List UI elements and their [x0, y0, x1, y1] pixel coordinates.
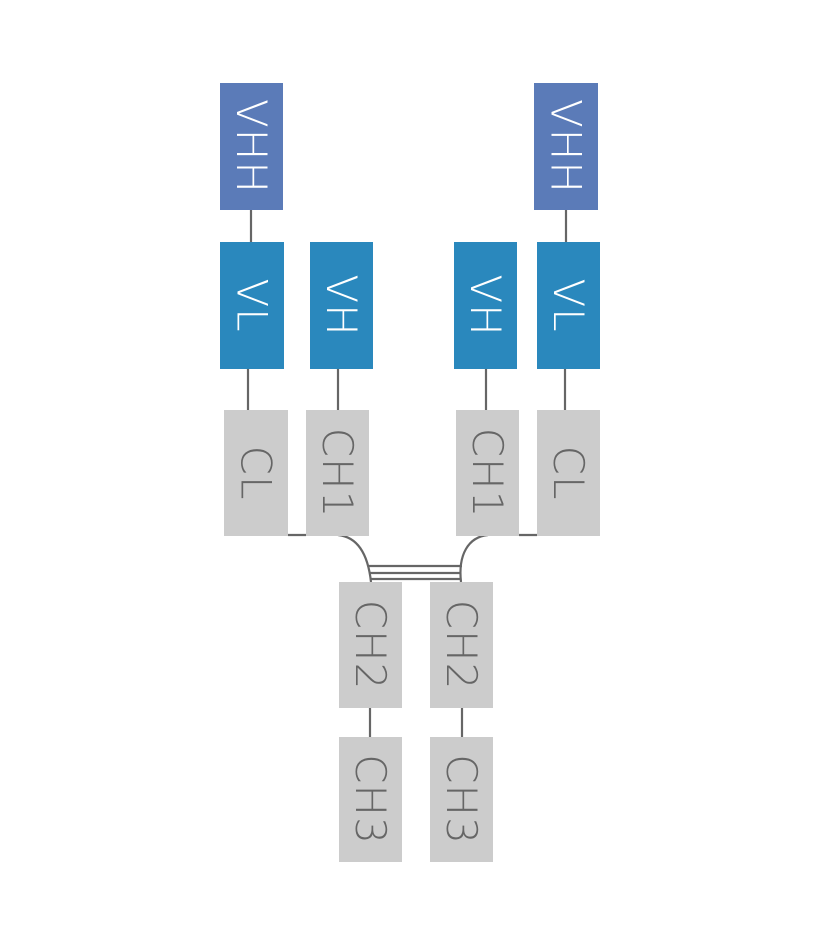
domain-ch3-left-label: CH3 — [346, 754, 395, 845]
domain-vl-left-label: VL — [228, 278, 277, 332]
hinge-curve-right — [459, 533, 489, 583]
domain-ch1-right-label: CH1 — [463, 428, 512, 519]
domain-ch3-right: CH3 — [430, 737, 493, 862]
domain-cl-right-label: CL — [544, 446, 593, 501]
domain-vh-left: VH — [310, 242, 373, 369]
domain-ch2-right: CH2 — [430, 582, 493, 708]
domain-vh-left-label: VH — [317, 274, 366, 336]
domain-cl-right: CL — [537, 410, 600, 536]
domain-vl-right: VL — [537, 242, 600, 369]
domain-ch3-left: CH3 — [339, 737, 402, 862]
domain-ch1-left-label: CH1 — [313, 428, 362, 519]
domain-cl-left-label: CL — [232, 446, 281, 501]
hinge-curve-left — [337, 533, 373, 583]
domain-vl-left: VL — [220, 242, 284, 369]
domain-vhh-right: VHH — [534, 83, 598, 210]
domain-vh-right: VH — [454, 242, 517, 369]
domain-ch2-left-label: CH2 — [346, 600, 395, 691]
domain-cl-left: CL — [224, 410, 288, 536]
domain-vl-right-label: VL — [544, 278, 593, 332]
domain-ch2-right-label: CH2 — [437, 600, 486, 691]
domain-vh-right-label: VH — [461, 274, 510, 336]
domain-vhh-left: VHH — [220, 83, 283, 210]
connectors — [246, 210, 568, 737]
domain-ch1-left: CH1 — [306, 410, 369, 536]
domain-vhh-right-label: VHH — [542, 99, 591, 194]
domain-vhh-left-label: VHH — [227, 99, 276, 194]
domain-ch2-left: CH2 — [339, 582, 402, 708]
domain-ch1-right: CH1 — [456, 410, 519, 536]
domain-ch3-right-label: CH3 — [437, 754, 486, 845]
